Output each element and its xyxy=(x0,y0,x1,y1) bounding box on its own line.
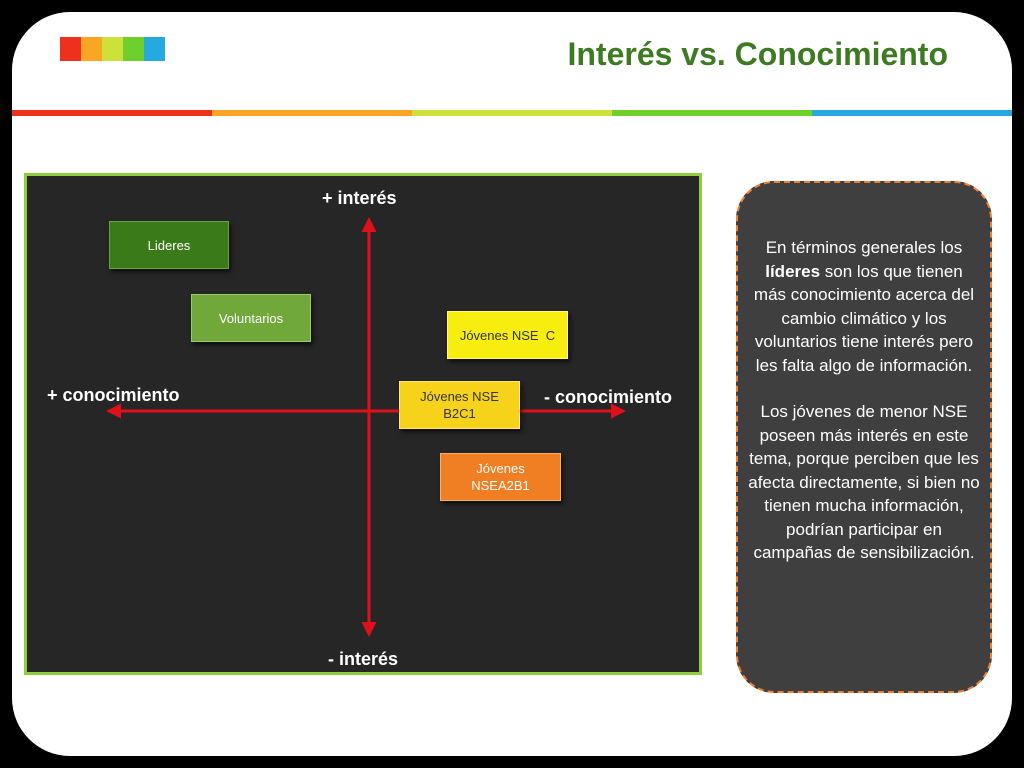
axis-label-top: + interés xyxy=(322,188,397,208)
logo-square-lime xyxy=(102,37,123,61)
note-paragraph-2: Los jóvenes de menor NSE poseen más inte… xyxy=(748,402,980,562)
logo-square-green xyxy=(123,37,144,61)
explanation-note: En términos generales los líderes son lo… xyxy=(736,181,992,693)
box-voluntarios-label: Voluntarios xyxy=(218,310,284,326)
logo-square-blue xyxy=(144,37,165,61)
box-nsea2b1-line2: NSEA2B1 xyxy=(471,478,530,493)
box-jovenes-nse-b2c1: Jóvenes NSE B2C1 xyxy=(399,381,520,429)
stripe-orange xyxy=(212,110,412,116)
brand-logo xyxy=(60,37,165,61)
box-lideres: Lideres xyxy=(109,221,229,269)
note-p1-after: son los que tienen más conocimiento acer… xyxy=(753,261,975,375)
axis-label-bottom: - interés xyxy=(328,649,399,669)
slide: Interés vs. Conocimiento + interés - int… xyxy=(12,12,1012,756)
logo-square-red xyxy=(60,37,81,61)
axis-label-right: - conocimiento xyxy=(544,387,673,407)
stripe-lime xyxy=(412,110,612,116)
stripe-red xyxy=(12,110,212,116)
box-jovenes-nse-b2c1-label: Jóvenes NSE B2C1 xyxy=(420,388,499,422)
note-paragraph-1: En términos generales los líderes son lo… xyxy=(748,236,980,377)
note-p1-bold: líderes xyxy=(765,261,821,281)
stripe-blue xyxy=(812,110,1012,116)
box-lideres-label: Lideres xyxy=(147,237,191,253)
slide-title: Interés vs. Conocimiento xyxy=(567,36,948,72)
box-voluntarios: Voluntarios xyxy=(191,294,311,342)
stripe-green xyxy=(612,110,812,116)
quadrant-panel: + interés - interés + conocimiento - con… xyxy=(24,173,702,675)
box-b2c1-line2: B2C1 xyxy=(443,406,476,421)
box-jovenes-nsea2b1: Jóvenes NSEA2B1 xyxy=(440,453,561,501)
box-nsea2b1-line1: Jóvenes xyxy=(476,461,525,476)
box-jovenes-nse-c-label: Jóvenes NSE C xyxy=(459,327,556,343)
box-jovenes-nsea2b1-label: Jóvenes NSEA2B1 xyxy=(471,460,530,494)
quadrant-axes xyxy=(106,217,626,637)
logo-square-orange xyxy=(81,37,102,61)
color-stripe xyxy=(12,110,1012,116)
axis-label-left: + conocimiento xyxy=(47,385,180,405)
note-p1-before: En términos generales los xyxy=(765,238,963,257)
box-jovenes-nse-c: Jóvenes NSE C xyxy=(447,311,568,359)
box-b2c1-line1: Jóvenes NSE xyxy=(420,389,499,404)
